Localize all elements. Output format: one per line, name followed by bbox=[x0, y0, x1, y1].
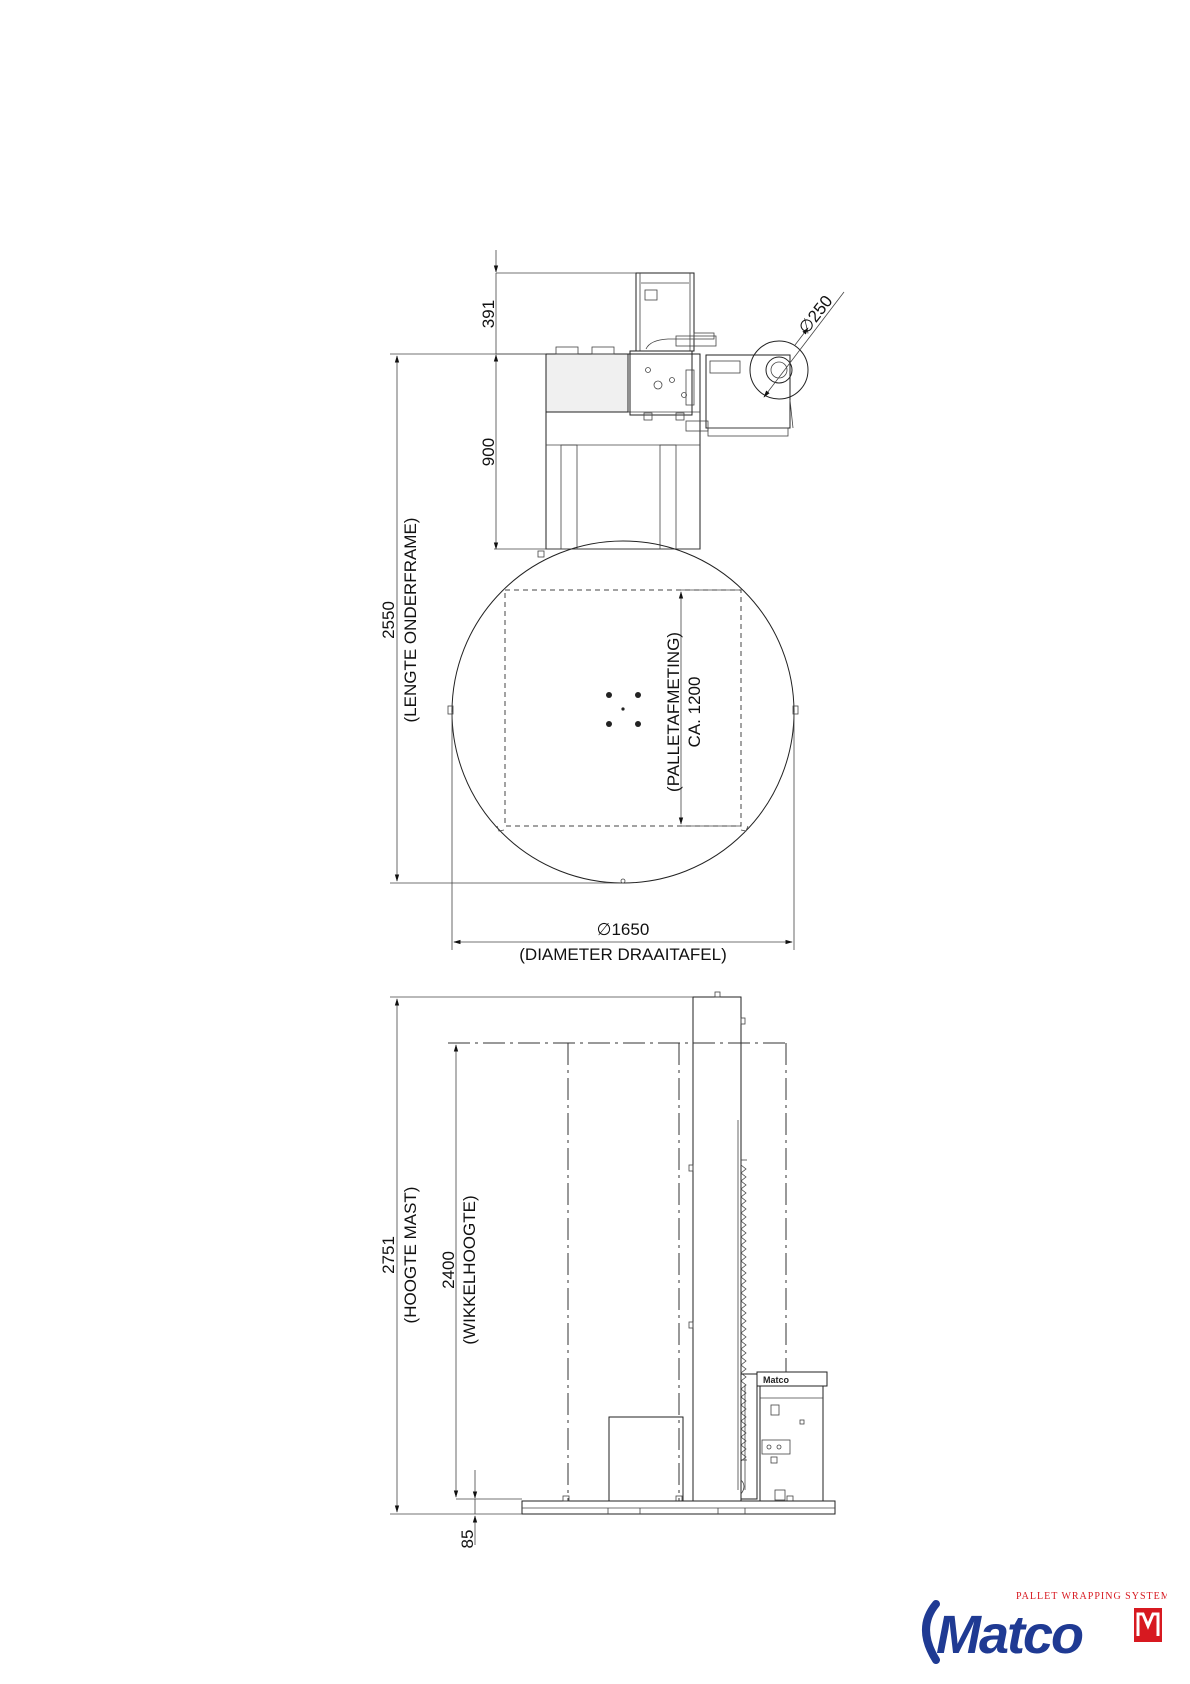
label-lengte-onderframe: (LENGTE ONDERFRAME) bbox=[401, 518, 420, 723]
mast bbox=[693, 997, 741, 1501]
turntable-centre-holes bbox=[606, 692, 641, 727]
matco-logo: PALLET WRAPPING SYSTEMS Matco bbox=[912, 1588, 1167, 1668]
mast-inner-right bbox=[660, 445, 676, 549]
logo-brand: Matco bbox=[936, 1605, 1083, 1665]
pallet-block bbox=[609, 1417, 683, 1501]
label-wikkelhoogte: (WIKKELHOOGTE) bbox=[460, 1195, 479, 1344]
side-carriage bbox=[741, 1374, 757, 1499]
label-diameter-draaitafel: (DIAMETER DRAAITAFEL) bbox=[519, 945, 726, 964]
logo-tagline: PALLET WRAPPING SYSTEMS bbox=[1016, 1591, 1167, 1602]
dim-2400: 2400 bbox=[439, 1251, 458, 1289]
machine-base bbox=[522, 1501, 835, 1514]
side-view: Matco 2751 (HOOGTE MAST) 2400 (WIKKELHOO… bbox=[379, 992, 835, 1548]
dim-1650: ∅1650 bbox=[597, 920, 650, 939]
carriage-housing bbox=[546, 354, 628, 412]
dim-2751: 2751 bbox=[379, 1236, 398, 1274]
control-box-logo-text: Matco bbox=[763, 1375, 790, 1385]
dim-ca-1200: CA. 1200 bbox=[685, 677, 704, 748]
logo-bracket bbox=[926, 1604, 936, 1660]
turntable bbox=[452, 541, 794, 883]
dim-250: ∅250 bbox=[795, 292, 837, 338]
roll-housing bbox=[706, 355, 790, 428]
label-palletafmeting: (PALLETAFMETING) bbox=[664, 632, 683, 792]
top-view: 391 900 2550 (LENGTE ONDERFRAME) (PALLET… bbox=[379, 250, 844, 964]
label-hoogte-mast: (HOOGTE MAST) bbox=[401, 1187, 420, 1324]
dim-85: 85 bbox=[458, 1530, 477, 1549]
mast-inner-left bbox=[561, 445, 577, 549]
dim-900: 900 bbox=[479, 438, 498, 466]
logo-mark-icon bbox=[1134, 1608, 1162, 1642]
dim-2550: 2550 bbox=[379, 601, 398, 639]
dim-391: 391 bbox=[479, 300, 498, 328]
film-roll bbox=[750, 341, 808, 399]
